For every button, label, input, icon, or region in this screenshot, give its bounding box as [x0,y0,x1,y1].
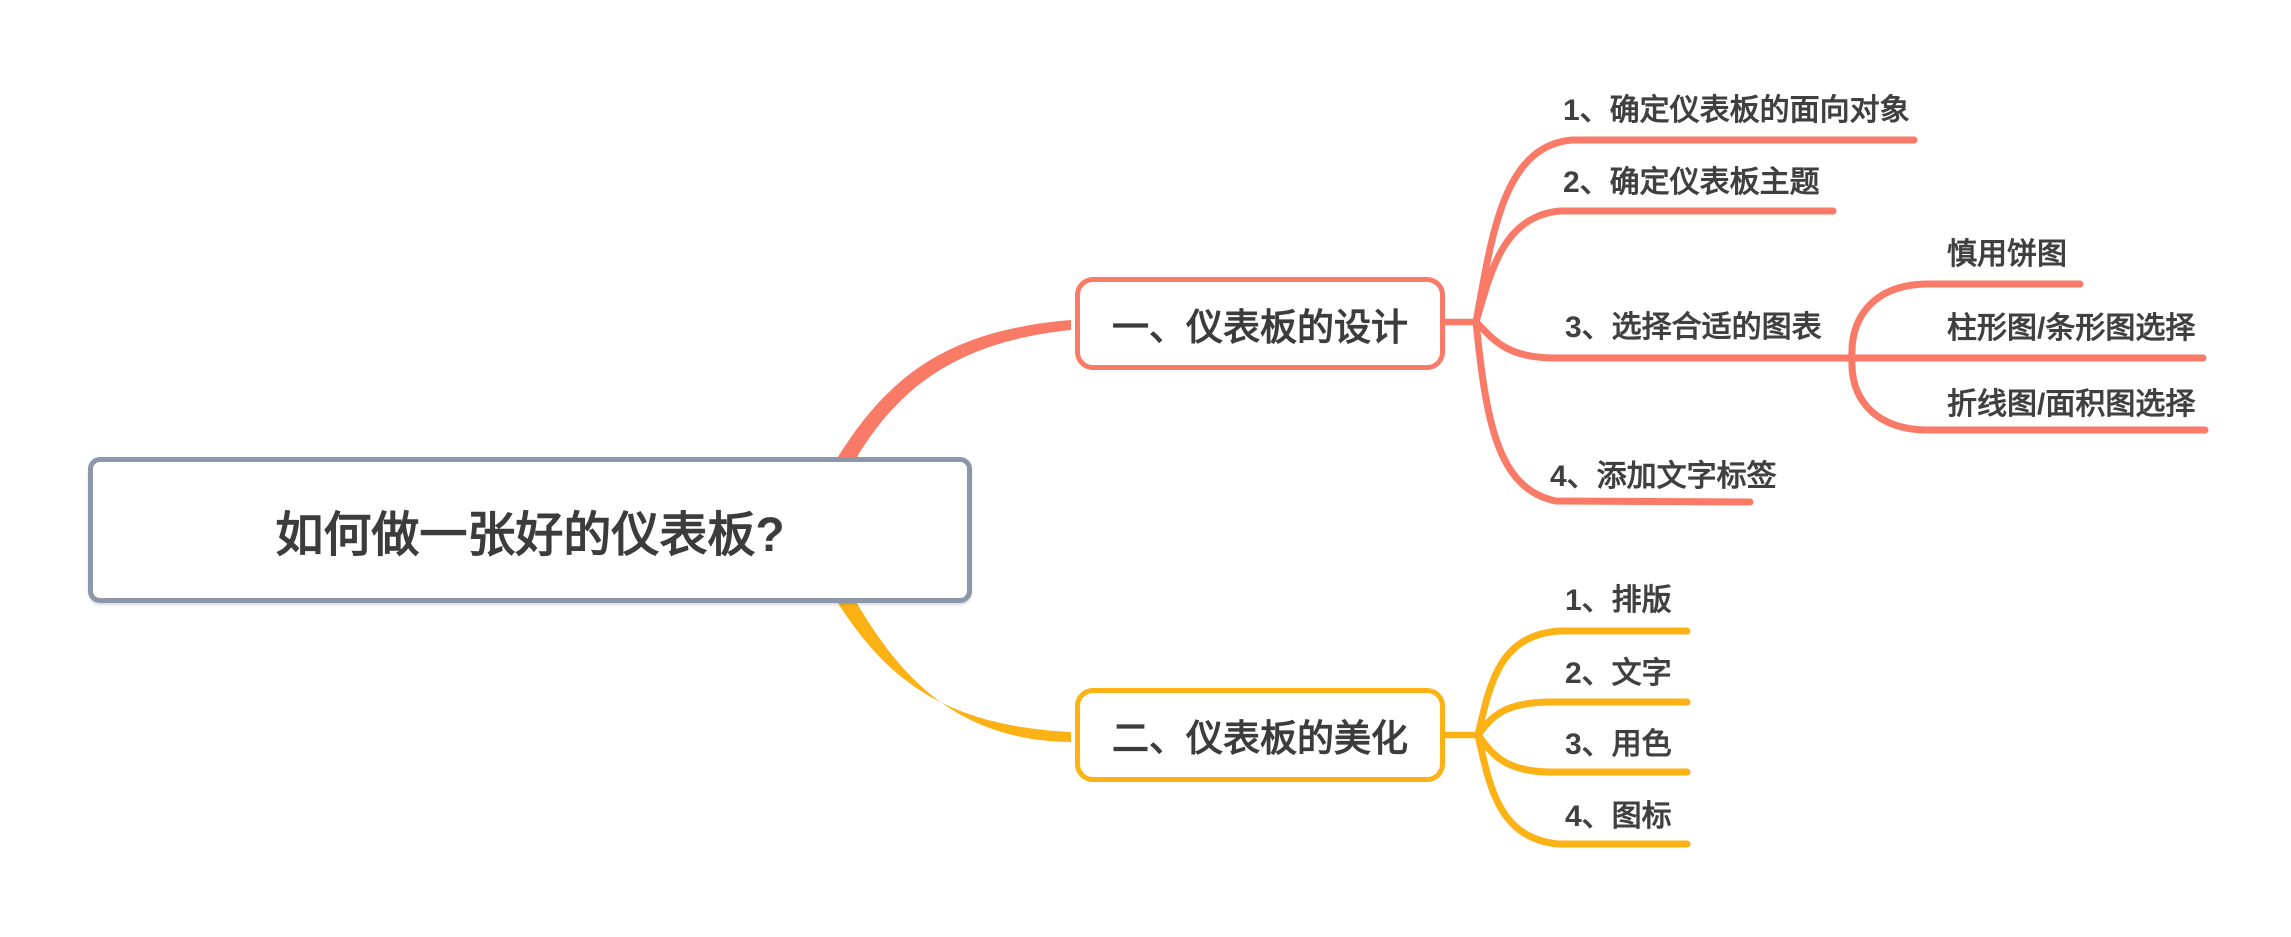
subtopic-chart-bar[interactable]: 柱形图/条形图选择 [1947,312,2196,345]
subtopic-design-1[interactable]: 1、确定仪表板的面向对象 [1563,94,1910,127]
branch-line-design-item2 [1472,207,1837,326]
subtopic-beautify-3[interactable]: 3、用色 [1565,728,1672,761]
root-topic-label: 如何做一张好的仪表板? [275,509,785,562]
subtopic-design-3[interactable]: 3、选择合适的图表 [1565,311,1822,344]
branch-line-design-item4 [1472,318,1754,506]
branch-line-chart-sub1 [1848,280,2084,362]
connector-root-to-design [836,320,1071,460]
root-topic-node[interactable]: 如何做一张好的仪表板? [88,457,972,603]
subtopic-chart-pie[interactable]: 慎用饼图 [1947,238,2067,271]
branch-line-beautify-item1 [1474,627,1691,739]
topic-node-design-label: 一、仪表板的设计 [1112,306,1408,348]
connector-root-to-beautify [836,600,1071,742]
subtopic-beautify-2[interactable]: 2、文字 [1565,657,1672,690]
topic-node-beautify-label: 二、仪表板的美化 [1112,718,1408,759]
branch-line-beautify-item2 [1474,698,1691,739]
branch-line-chart-sub3 [1848,354,2209,434]
subtopic-beautify-4[interactable]: 4、图标 [1565,800,1672,833]
branch-line-design-item1 [1472,136,1918,326]
subtopic-chart-line[interactable]: 折线图/面积图选择 [1947,388,2196,421]
subtopic-beautify-1[interactable]: 1、排版 [1565,584,1672,617]
topic-node-beautify[interactable]: 二、仪表板的美化 [1075,688,1445,782]
branch-line-design-item3 [1472,318,2207,362]
subtopic-design-4[interactable]: 4、添加文字标签 [1550,460,1777,493]
topic-node-design[interactable]: 一、仪表板的设计 [1075,277,1445,370]
subtopic-design-2[interactable]: 2、确定仪表板主题 [1563,166,1820,199]
branch-line-beautify-item4 [1474,731,1691,848]
